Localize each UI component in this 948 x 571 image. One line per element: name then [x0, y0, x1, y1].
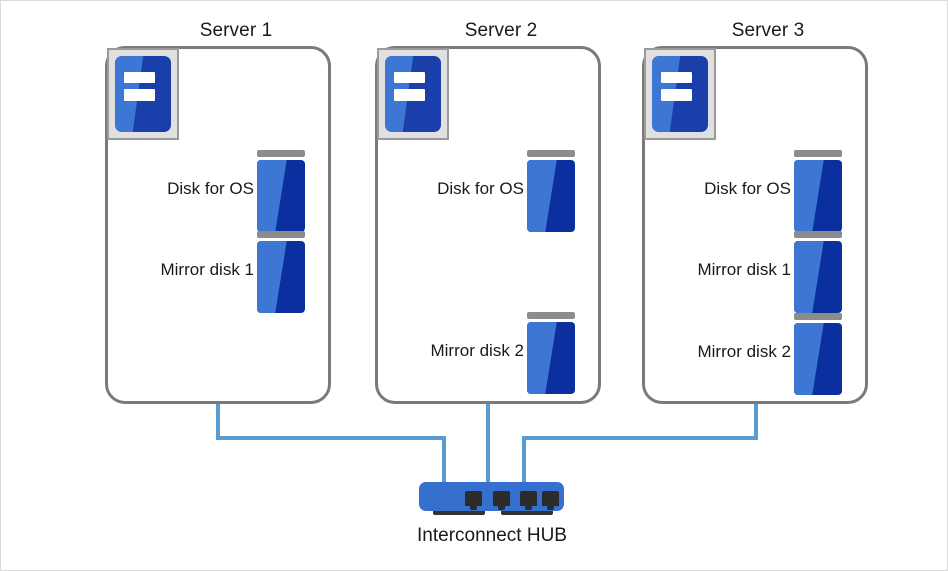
disk-label: Disk for OS	[437, 179, 524, 198]
hub-foot-right	[501, 508, 553, 515]
wire-server2-vertical	[486, 404, 490, 484]
server-1-chassis: Disk for OS Mirror disk 1	[105, 46, 331, 404]
server-unit-icon	[644, 48, 716, 140]
disk-label: Disk for OS	[704, 179, 791, 198]
server-1-title: Server 1	[199, 20, 273, 41]
disk-icon	[794, 231, 842, 313]
wire-server3-drop	[522, 436, 526, 484]
wire-server1-drop	[442, 436, 446, 484]
disk-icon	[257, 231, 305, 313]
hub-caption: Interconnect HUB	[417, 525, 567, 546]
server-3-title: Server 3	[731, 20, 805, 41]
disk-icon	[794, 150, 842, 232]
server-2-chassis: Disk for OS Mirror disk 2	[375, 46, 601, 404]
hub-port-2	[493, 491, 510, 510]
wire-server1-vertical	[216, 404, 220, 440]
disk-label: Mirror disk 2	[697, 342, 791, 361]
disk-icon	[527, 150, 575, 232]
hub-port-1	[465, 491, 482, 510]
wire-server1-horizontal	[216, 436, 446, 440]
server-2-title: Server 2	[464, 20, 538, 41]
server-3-chassis: Disk for OS Mirror disk 1 Mirror disk 2	[642, 46, 868, 404]
hub-port-4	[542, 491, 559, 510]
disk-label: Mirror disk 1	[697, 260, 791, 279]
server-unit-icon	[107, 48, 179, 140]
server-unit-icon	[377, 48, 449, 140]
wire-server3-horizontal	[522, 436, 758, 440]
disk-icon	[257, 150, 305, 232]
hub-foot-left	[433, 508, 485, 515]
hub-port-3	[520, 491, 537, 510]
interconnect-hub[interactable]	[419, 482, 564, 511]
wire-server3-vertical	[754, 404, 758, 440]
disk-icon	[794, 313, 842, 395]
disk-label: Disk for OS	[167, 179, 254, 198]
disk-label: Mirror disk 1	[160, 260, 254, 279]
disk-label: Mirror disk 2	[430, 341, 524, 360]
disk-icon	[527, 312, 575, 394]
